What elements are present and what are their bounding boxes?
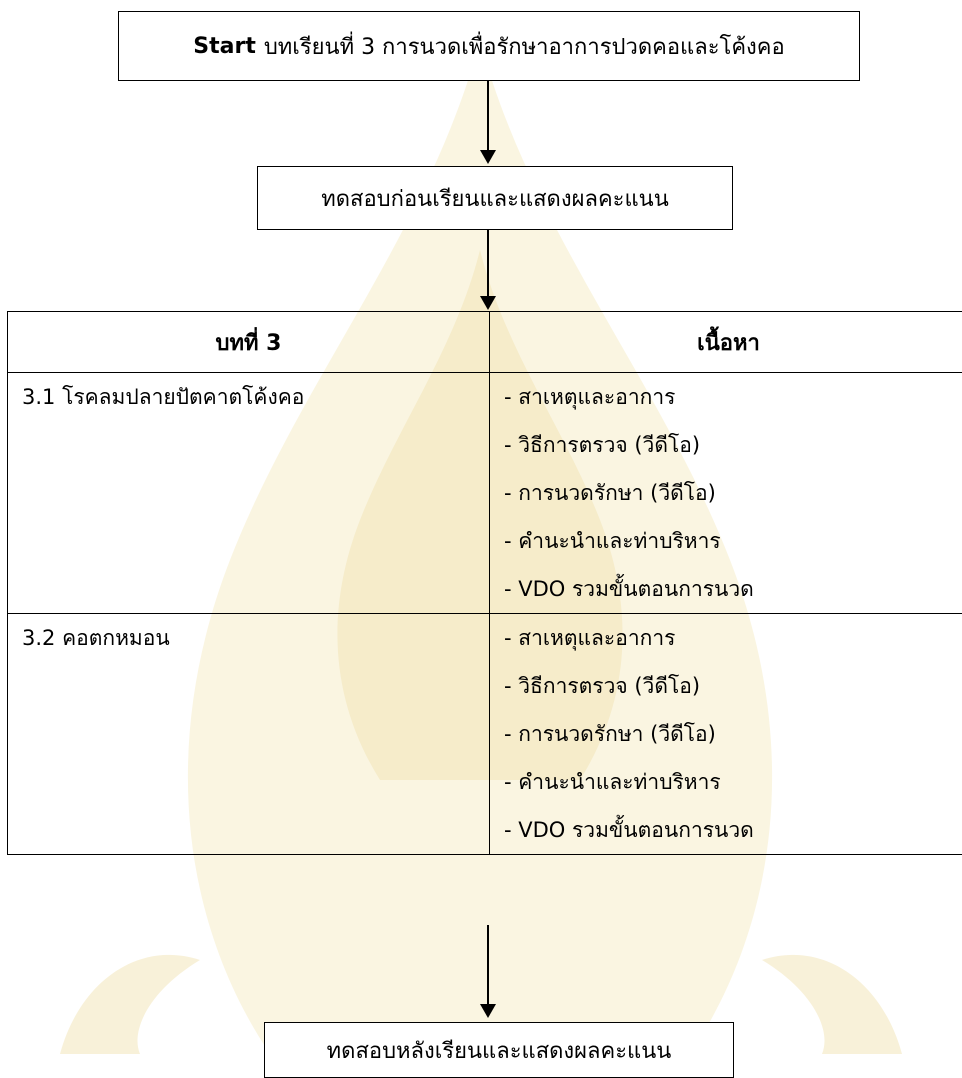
list-item: - วิธีการตรวจ (วีดีโอ) [504,662,953,710]
table-row: 3.2 คอตกหมอน - สาเหตุและอาการ - วิธีการต… [8,614,962,855]
arrowhead-2 [480,296,496,310]
list-item: - VDO รวมขั้นตอนการนวด [504,565,953,613]
topic-label: 3.2 คอตกหมอน [22,614,475,662]
list-item: - วิธีการตรวจ (วีดีโอ) [504,421,953,469]
list-item: - การนวดรักษา (วีดีโอ) [504,710,953,758]
header-content: เนื้อหา [490,312,962,373]
pretest-box: ทดสอบก่อนเรียนและแสดงผลคะแนน [257,166,733,230]
header-lesson: บทที่ 3 [8,312,490,373]
start-box: Start บทเรียนที่ 3 การนวดเพื่อรักษาอาการ… [118,11,860,81]
row-items: - สาเหตุและอาการ - วิธีการตรวจ (วีดีโอ) … [490,373,962,614]
list-item: - คำนะนำและท่าบริหาร [504,758,953,806]
list-item: - สาเหตุและอาการ [504,373,953,421]
arrow-table-to-posttest [487,925,489,1005]
start-keyword: Start [193,34,256,59]
topic-label: 3.1 โรคลมปลายปัตคาตโค้งคอ [22,373,475,421]
lesson-content-table: บทที่ 3 เนื้อหา 3.1 โรคลมปลายปัตคาตโค้งค… [7,311,962,855]
posttest-label: ทดสอบหลังเรียนและแสดงผลคะแนน [327,1033,672,1068]
table-header-row: บทที่ 3 เนื้อหา [8,312,962,373]
list-item: - การนวดรักษา (วีดีโอ) [504,469,953,517]
row-items: - สาเหตุและอาการ - วิธีการตรวจ (วีดีโอ) … [490,614,962,855]
arrowhead-1 [480,150,496,164]
list-item: - สาเหตุและอาการ [504,614,953,662]
arrowhead-3 [480,1004,496,1018]
list-item: - VDO รวมขั้นตอนการนวด [504,806,953,854]
row-topic: 3.2 คอตกหมอน [8,614,490,855]
start-title: บทเรียนที่ 3 การนวดเพื่อรักษาอาการปวดคอแ… [264,29,785,64]
table-row: 3.1 โรคลมปลายปัตคาตโค้งคอ - สาเหตุและอาก… [8,373,962,614]
list-item: - คำนะนำและท่าบริหาร [504,517,953,565]
posttest-box: ทดสอบหลังเรียนและแสดงผลคะแนน [264,1022,734,1078]
pretest-label: ทดสอบก่อนเรียนและแสดงผลคะแนน [321,181,669,216]
row-topic: 3.1 โรคลมปลายปัตคาตโค้งคอ [8,373,490,614]
arrow-pretest-to-table [487,230,489,296]
arrow-start-to-pretest [487,81,489,153]
